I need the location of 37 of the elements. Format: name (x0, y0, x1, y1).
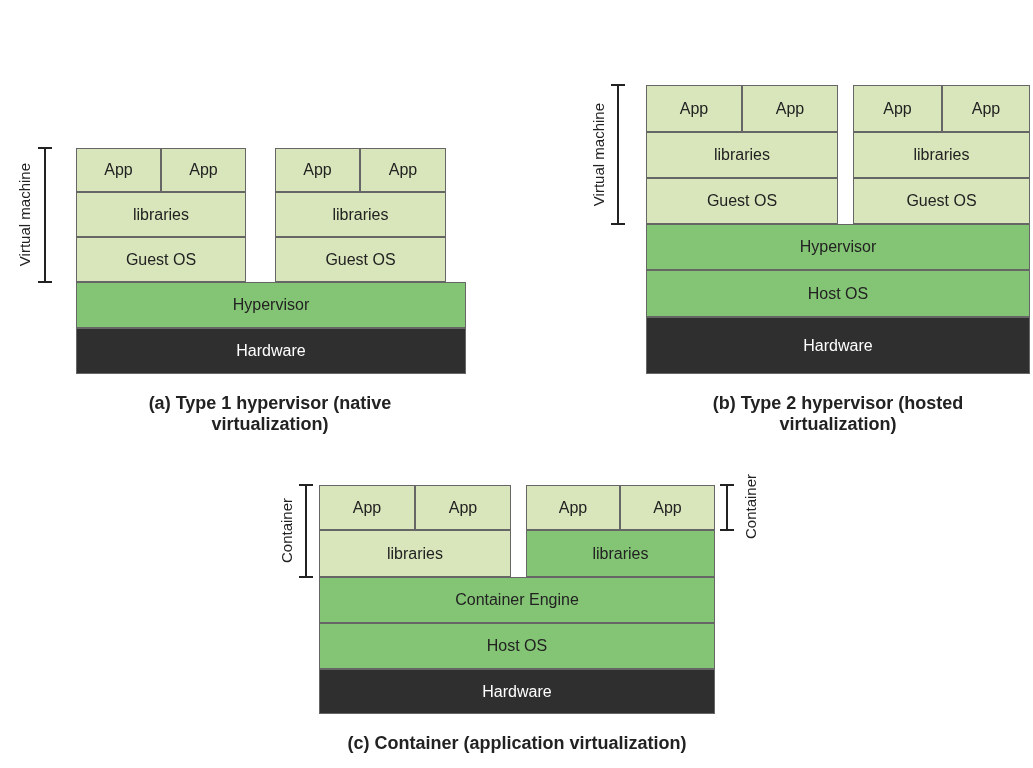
stack-layer: Hardware (646, 317, 1030, 374)
stack-layer: Guest OS (646, 178, 838, 224)
stack-layer: libraries (646, 132, 838, 178)
stack-layer: libraries (526, 530, 715, 577)
stack-layer: App (415, 485, 511, 530)
stack-layer: App (853, 85, 942, 132)
stack-layer: App (742, 85, 838, 132)
figure-caption: (b) Type 2 hypervisor (hosted virtualization) (711, 393, 965, 435)
stack-layer: App (526, 485, 620, 530)
bracket-label: Virtual machine (589, 103, 607, 207)
stack-layer: Hypervisor (76, 282, 466, 328)
stack-layer: App (275, 148, 360, 192)
stack-layer: Hardware (76, 328, 466, 374)
stack-layer: App (76, 148, 161, 192)
stack-layer: Host OS (646, 270, 1030, 317)
stack-layer: Hypervisor (646, 224, 1030, 270)
stack-layer: App (161, 148, 246, 192)
stack-layer: Guest OS (853, 178, 1030, 224)
bracket-label: Container (277, 498, 295, 564)
stack-layer: App (620, 485, 715, 530)
stack-layer: App (942, 85, 1030, 132)
figure-caption: (a) Type 1 hypervisor (native virtualization) (147, 393, 393, 435)
stack-layer: Host OS (319, 623, 715, 669)
stack-layer: Guest OS (275, 237, 446, 282)
bracket-label: Container (741, 474, 759, 540)
stack-layer: Container Engine (319, 577, 715, 623)
stack-layer: libraries (275, 192, 446, 237)
figure-caption: (c) Container (application virtualization) (346, 733, 688, 754)
bracket-label: Virtual machine (15, 163, 33, 267)
stack-layer: App (319, 485, 415, 530)
stack-layer: libraries (319, 530, 511, 577)
stack-layer: Guest OS (76, 237, 246, 282)
stack-layer: libraries (76, 192, 246, 237)
stack-layer: libraries (853, 132, 1030, 178)
stack-layer: App (646, 85, 742, 132)
stack-layer: Hardware (319, 669, 715, 714)
stack-layer: App (360, 148, 446, 192)
